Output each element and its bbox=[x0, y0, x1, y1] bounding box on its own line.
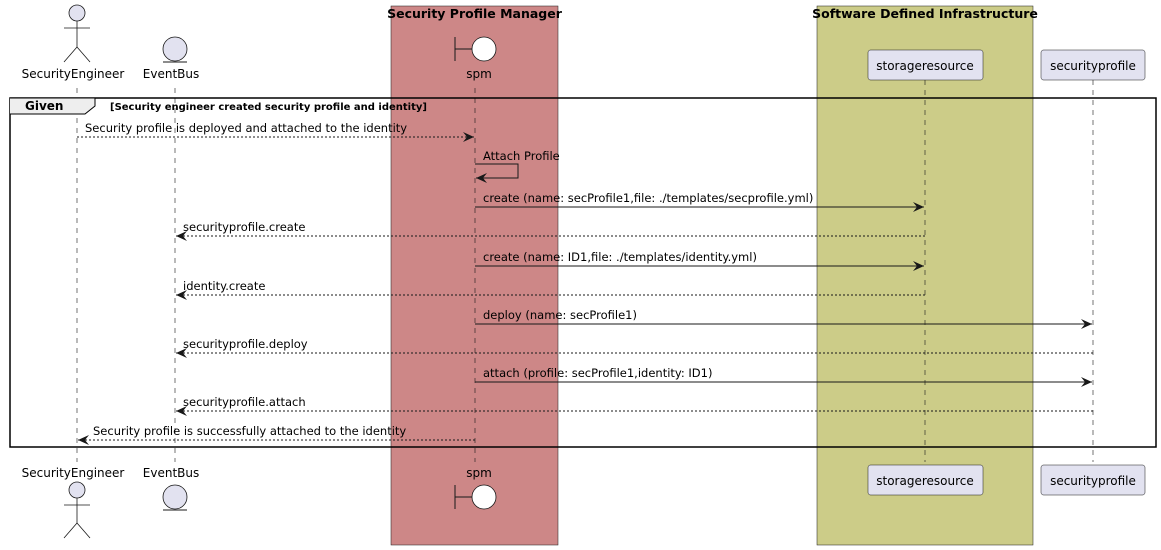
participant-storage-top[interactable]: storageresource bbox=[867, 49, 984, 81]
message-label: Security profile is successfully attache… bbox=[93, 424, 406, 438]
actor-icon bbox=[63, 481, 91, 539]
message-label: Security profile is deployed and attache… bbox=[85, 121, 407, 135]
participant-label: storageresource bbox=[876, 474, 974, 488]
participant-spm-bottom[interactable]: spm bbox=[454, 466, 497, 510]
boundary-icon bbox=[454, 484, 497, 510]
box-title: Security Profile Manager bbox=[387, 6, 563, 21]
message-label: attach (profile: secProfile1,identity: I… bbox=[483, 366, 712, 380]
participant-secprofile-bottom[interactable]: securityprofile bbox=[1040, 464, 1146, 496]
message: identity.create bbox=[176, 279, 925, 300]
fragment-keyword: Given bbox=[25, 99, 63, 113]
box-software-defined-infrastructure: Software Defined Infrastructure bbox=[812, 5, 1038, 546]
message: Security profile is successfully attache… bbox=[78, 424, 475, 445]
participant-label: securityprofile bbox=[1050, 59, 1136, 73]
boundary-icon bbox=[454, 36, 497, 62]
message: securityprofile.create bbox=[176, 220, 925, 241]
participant-label: securityprofile bbox=[1050, 474, 1136, 488]
message-label: securityprofile.deploy bbox=[183, 337, 308, 351]
message: Security profile is deployed and attache… bbox=[77, 121, 474, 142]
message-arrow bbox=[475, 163, 519, 183]
participant-label: EventBus bbox=[143, 67, 199, 81]
message: securityprofile.deploy bbox=[176, 337, 1093, 358]
box-security-profile-manager: Security Profile Manager bbox=[387, 5, 563, 546]
lifelines bbox=[76, 80, 1094, 462]
message-label: identity.create bbox=[183, 279, 265, 293]
message-label: create (name: secProfile1,file: ./templa… bbox=[483, 191, 813, 205]
fragment-given: Given [Security engineer created securit… bbox=[9, 97, 1157, 448]
message-label: Attach Profile bbox=[483, 149, 560, 163]
participant-engineer-bottom[interactable]: SecurityEngineer bbox=[22, 466, 125, 539]
participant-label: EventBus bbox=[143, 466, 199, 480]
messages: Security profile is deployed and attache… bbox=[77, 121, 1093, 445]
participant-engineer-top[interactable]: SecurityEngineer bbox=[22, 4, 125, 81]
box-title: Software Defined Infrastructure bbox=[812, 6, 1038, 21]
message-label: securityprofile.attach bbox=[183, 395, 306, 409]
message: create (name: ID1,file: ./templates/iden… bbox=[475, 250, 924, 271]
message-label: securityprofile.create bbox=[183, 220, 305, 234]
entity-icon bbox=[162, 484, 188, 511]
message: Attach Profile bbox=[475, 149, 560, 183]
participant-secprofile-top[interactable]: securityprofile bbox=[1040, 49, 1146, 81]
fragment-guard: [Security engineer created security prof… bbox=[110, 102, 427, 113]
actor-icon bbox=[63, 4, 91, 63]
participant-spm-top[interactable]: spm bbox=[454, 36, 497, 81]
message-label: deploy (name: secProfile1) bbox=[483, 308, 637, 322]
participant-label: storageresource bbox=[876, 59, 974, 73]
participant-label: SecurityEngineer bbox=[22, 67, 125, 81]
message: create (name: secProfile1,file: ./templa… bbox=[475, 191, 924, 212]
entity-icon bbox=[162, 36, 188, 63]
participant-eventbus-top[interactable]: EventBus bbox=[143, 36, 199, 81]
participant-label: spm bbox=[466, 67, 492, 81]
message-label: create (name: ID1,file: ./templates/iden… bbox=[483, 250, 757, 264]
message: attach (profile: secProfile1,identity: I… bbox=[475, 366, 1092, 387]
message: deploy (name: secProfile1) bbox=[475, 308, 1092, 329]
message: securityprofile.attach bbox=[176, 395, 1093, 416]
participant-eventbus-bottom[interactable]: EventBus bbox=[143, 466, 199, 511]
participant-label: spm bbox=[466, 466, 492, 480]
participant-storage-bottom[interactable]: storageresource bbox=[867, 464, 984, 496]
participant-label: SecurityEngineer bbox=[22, 466, 125, 480]
